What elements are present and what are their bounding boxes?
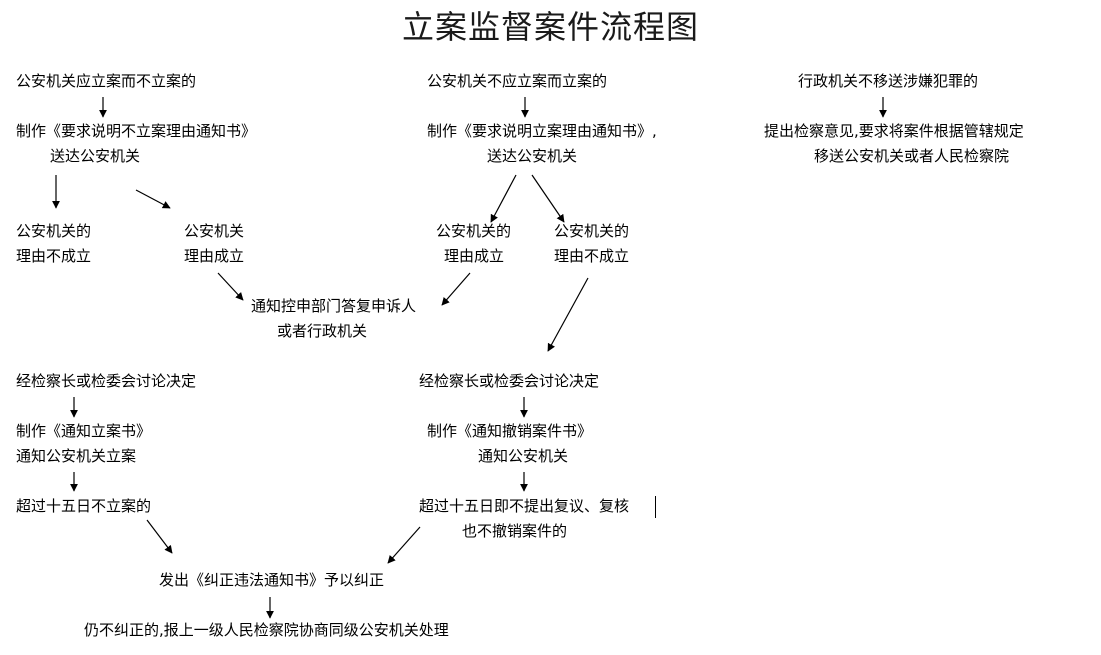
correct-node: 发出《纠正违法通知书》予以纠正 [159,571,385,589]
col1-reason-valid-line1: 公安机关 [184,222,245,240]
final-node: 仍不纠正的,报上一级人民检察院协商同级公安机关处理 [84,621,449,639]
col2-notice-line2: 送达公安机关 [487,147,578,165]
col3-opinion-line1: 提出检察意见,要求将案件根据管辖规定 [764,122,1024,140]
reply-line2: 或者行政机关 [277,322,368,340]
col2-make-notice-node: 制作《通知撤销案件书》 通知公安机关 [427,419,592,469]
col2-make-notice-line2: 通知公安机关 [478,447,569,465]
col2-notice-node: 制作《要求说明立案理由通知书》, 送达公安机关 [427,119,657,169]
arrow-col2-valid-to-reply [441,272,471,306]
col2-overdue-line1: 超过十五日即不提出复议、复核 [419,497,630,515]
col1-make-notice-node: 制作《通知立案书》 通知公安机关立案 [16,419,151,469]
arrow-col2-notice-to-invalid [531,174,565,223]
arrow-col1-notice-to-valid [135,189,171,209]
col2-reason-valid-line1: 公安机关的 [436,222,512,240]
reply-node: 通知控申部门答复申诉人 或者行政机关 [251,294,416,344]
arrow-col2-invalid-to-decision [547,277,589,352]
col1-start-node: 公安机关应立案而不立案的 [16,72,197,90]
col1-reason-valid-line2: 理由成立 [184,247,245,265]
page-title: 立案监督案件流程图 [401,8,699,46]
col2-make-notice-line1: 制作《通知撤销案件书》 [427,422,593,440]
reply-line1: 通知控申部门答复申诉人 [251,297,417,315]
col1-reason-invalid-line2: 理由不成立 [16,247,92,265]
col2-start-node: 公安机关不应立案而立案的 [427,72,608,90]
col2-reason-invalid-line2: 理由不成立 [554,247,630,265]
arrow-col1-overdue-to-correct [146,519,173,554]
col1-make-notice-line2: 通知公安机关立案 [16,447,137,465]
col2-overdue-line2: 也不撤销案件的 [462,522,568,540]
arrow-col1-valid-to-reply [217,272,244,301]
col1-overdue-node: 超过十五日不立案的 [16,497,152,515]
col3-opinion-node: 提出检察意见,要求将案件根据管辖规定 移送公安机关或者人民检察院 [764,119,1024,169]
arrow-col2-notice-to-valid [490,174,517,223]
col1-reason-invalid-node: 公安机关的 理由不成立 [16,219,91,269]
col2-reason-valid-line2: 理由成立 [444,247,505,265]
col2-reason-invalid-line1: 公安机关的 [554,222,630,240]
col2-reason-valid-node: 公安机关的 理由成立 [436,219,511,269]
col1-make-notice-line1: 制作《通知立案书》 [16,422,152,440]
col1-notice-line1: 制作《要求说明不立案理由通知书》 [16,122,257,140]
col1-decision-node: 经检察长或检委会讨论决定 [16,372,197,390]
col3-opinion-line2: 移送公安机关或者人民检察院 [814,147,1010,165]
col2-overdue-node: 超过十五日即不提出复议、复核 也不撤销案件的 [419,494,629,544]
col2-notice-line1: 制作《要求说明立案理由通知书》, [427,122,657,140]
arrow-col2-overdue-to-correct [387,526,421,564]
col1-reason-invalid-line1: 公安机关的 [16,222,92,240]
col1-notice-line2: 送达公安机关 [50,147,141,165]
col2-reason-invalid-node: 公安机关的 理由不成立 [554,219,629,269]
text-cursor [655,496,656,518]
col1-reason-valid-node: 公安机关 理由成立 [184,219,244,269]
col1-notice-node: 制作《要求说明不立案理由通知书》 送达公安机关 [16,119,256,169]
col2-decision-node: 经检察长或检委会讨论决定 [419,372,600,390]
col3-start-node: 行政机关不移送涉嫌犯罪的 [798,72,979,90]
